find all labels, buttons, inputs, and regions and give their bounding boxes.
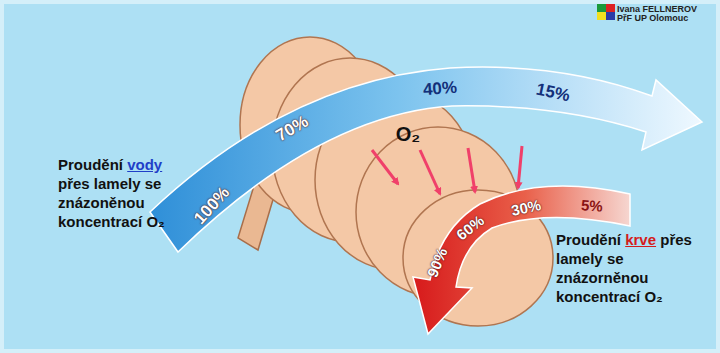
- highlight-word: vody: [127, 156, 162, 173]
- highlight-word: krve: [625, 231, 656, 248]
- logo-square: [606, 12, 615, 20]
- logo-square: [606, 4, 615, 12]
- blood-flow-caption: Proudění krve přes lamely se znázorněnou…: [556, 230, 696, 306]
- diffusion-arrows: [372, 146, 522, 194]
- background: [4, 4, 716, 349]
- oxygen-label: O₂: [396, 124, 420, 144]
- water-o2-value: 100%: [191, 183, 233, 227]
- water-o2-value: 40%: [422, 78, 457, 97]
- logo-square: [597, 4, 606, 12]
- blood-o2-value: 5%: [581, 197, 604, 213]
- logo-square: [597, 12, 606, 20]
- water-o2-value: 15%: [535, 80, 572, 104]
- author-watermark: Ivana FELLNEROV: [617, 5, 697, 14]
- blood-o2-value: 60%: [454, 212, 487, 242]
- institution-watermark: PřF UP Olomouc: [617, 14, 688, 23]
- water-flow-caption: Proudění vody přes lamely se znázoněnou …: [58, 155, 188, 231]
- blood-o2-value: 30%: [510, 197, 542, 218]
- water-o2-value: 70%: [273, 112, 311, 144]
- blood-o2-value: 90%: [424, 245, 449, 278]
